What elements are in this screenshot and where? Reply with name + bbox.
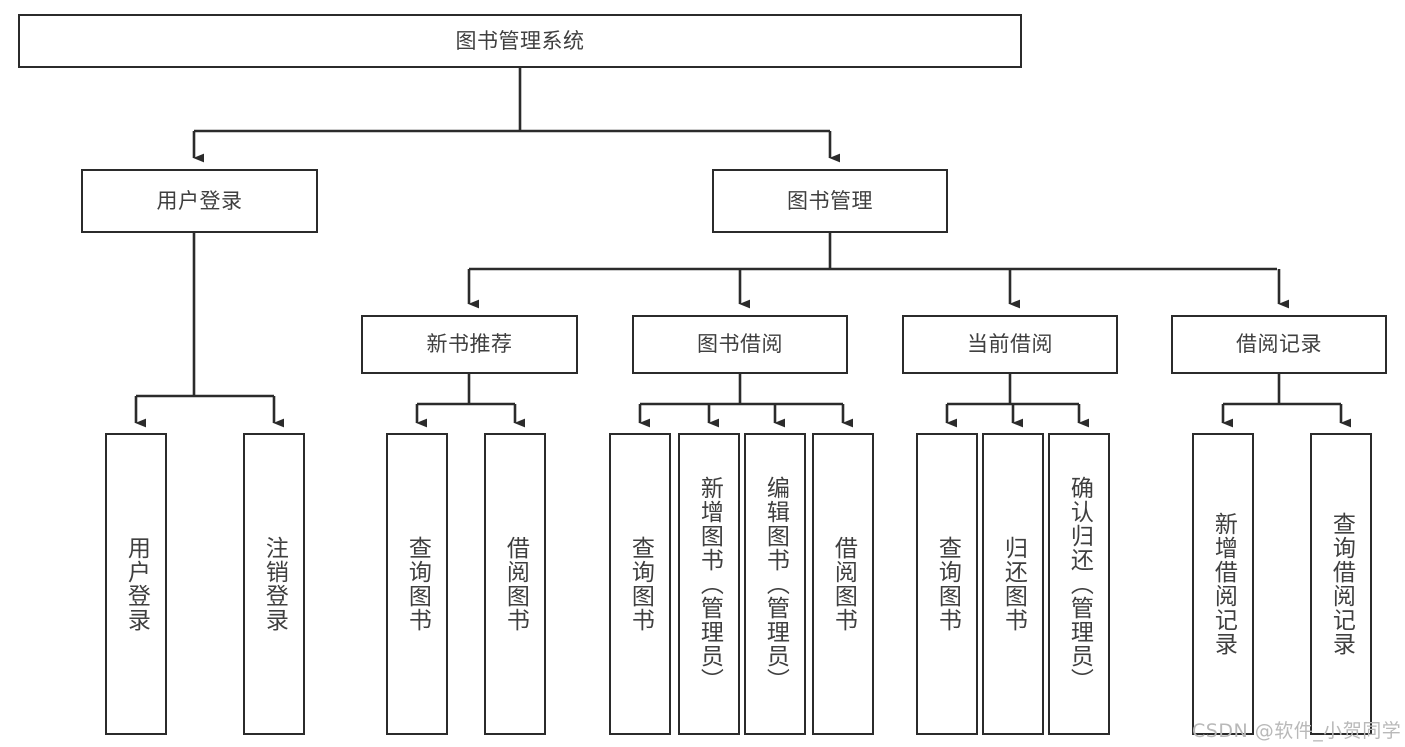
node-leaf-query-book-recommend[interactable]: 查询图书: [386, 433, 448, 735]
node-leaf-user-login[interactable]: 用户登录: [105, 433, 167, 735]
node-leaf-query-borrow-record-label: 查询借阅记录: [1328, 512, 1355, 656]
node-borrow-record[interactable]: 借阅记录: [1171, 315, 1387, 374]
node-leaf-add-borrow-record-label: 新增借阅记录: [1210, 512, 1237, 656]
node-leaf-edit-book-admin-label: 编辑图书（管理员）: [762, 476, 789, 692]
node-book-management-label: 图书管理: [787, 188, 873, 213]
node-leaf-borrow-book[interactable]: 借阅图书: [812, 433, 874, 735]
node-root[interactable]: 图书管理系统: [18, 14, 1022, 68]
node-leaf-query-book-borrow-label: 查询图书: [627, 536, 654, 632]
node-new-book-recommend-label: 新书推荐: [426, 332, 513, 357]
node-current-borrow-label: 当前借阅: [967, 332, 1053, 357]
node-leaf-add-borrow-record[interactable]: 新增借阅记录: [1192, 433, 1254, 735]
node-book-management[interactable]: 图书管理: [712, 169, 948, 233]
node-leaf-user-login-label: 用户登录: [123, 536, 150, 632]
node-leaf-logout[interactable]: 注销登录: [243, 433, 305, 735]
node-user-login-label: 用户登录: [156, 188, 243, 213]
node-current-borrow[interactable]: 当前借阅: [902, 315, 1118, 374]
node-leaf-query-book-borrow[interactable]: 查询图书: [609, 433, 671, 735]
watermark-text: CSDN @软件_小贺同学: [1192, 720, 1402, 742]
node-leaf-borrow-book-label: 借阅图书: [830, 536, 857, 632]
node-book-borrow-label: 图书借阅: [697, 332, 783, 357]
node-root-label: 图书管理系统: [455, 28, 585, 53]
node-leaf-confirm-return-label: 确认归还（管理员）: [1066, 476, 1093, 692]
node-book-borrow[interactable]: 图书借阅: [632, 315, 848, 374]
node-leaf-add-book-admin[interactable]: 新增图书（管理员）: [678, 433, 740, 735]
node-leaf-query-book-current[interactable]: 查询图书: [916, 433, 978, 735]
node-user-login[interactable]: 用户登录: [81, 169, 318, 233]
node-leaf-query-book-recommend-label: 查询图书: [404, 536, 431, 632]
node-leaf-return-book[interactable]: 归还图书: [982, 433, 1044, 735]
node-leaf-add-book-admin-label: 新增图书（管理员）: [696, 476, 723, 692]
node-leaf-borrow-book-recommend-label: 借阅图书: [502, 536, 529, 632]
node-leaf-confirm-return[interactable]: 确认归还（管理员）: [1048, 433, 1110, 735]
node-borrow-record-label: 借阅记录: [1236, 332, 1322, 357]
node-leaf-query-borrow-record[interactable]: 查询借阅记录: [1310, 433, 1372, 735]
node-leaf-edit-book-admin[interactable]: 编辑图书（管理员）: [744, 433, 806, 735]
node-leaf-query-book-current-label: 查询图书: [934, 536, 961, 632]
node-leaf-logout-label: 注销登录: [261, 536, 288, 632]
node-leaf-return-book-label: 归还图书: [1000, 536, 1027, 632]
node-leaf-borrow-book-recommend[interactable]: 借阅图书: [484, 433, 546, 735]
node-new-book-recommend[interactable]: 新书推荐: [361, 315, 578, 374]
